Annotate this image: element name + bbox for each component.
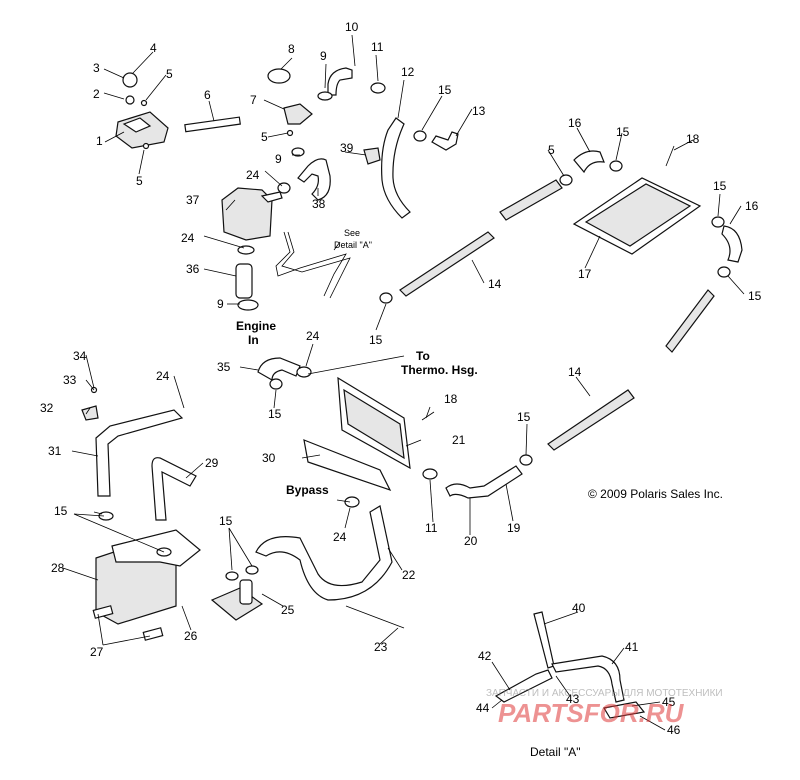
callout-label: 11: [425, 521, 438, 535]
callout-label: 43: [566, 692, 580, 706]
callout-label: 15: [616, 125, 630, 139]
callout-label: 24: [333, 530, 347, 544]
diagram-notes: See Detail "A" Engine In To Thermo. Hsg.…: [236, 228, 723, 759]
callout-label: 18: [444, 392, 458, 406]
callout-label: 17: [578, 267, 592, 281]
callout-label: 6: [204, 88, 211, 102]
watermark-caption: ЗАПЧАСТИ И АКСЕССУАРЫ ДЛЯ МОТОТЕХНИКИ: [486, 688, 723, 699]
callout-label: 2: [93, 87, 100, 101]
leader-lines: [62, 34, 745, 731]
callout-label: 9: [275, 152, 282, 166]
callout-label: 23: [374, 640, 388, 654]
callout-label: 46: [667, 723, 681, 737]
callout-label: 15: [713, 179, 727, 193]
callout-label: 34: [73, 349, 87, 363]
callout-label: 37: [186, 193, 200, 207]
callout-label: 21: [452, 433, 466, 447]
callout-label: 14: [568, 365, 582, 379]
callout-label: 15: [748, 289, 762, 303]
copyright-text: © 2009 Polaris Sales Inc.: [588, 487, 723, 501]
callout-numbers: 1 2 3 4 5 5 5 5 6 7 8 9 9 9 10 11 11 12 …: [40, 20, 762, 737]
callout-label: 4: [150, 41, 157, 55]
callout-label: 24: [246, 168, 260, 182]
callout-label: 39: [340, 141, 354, 155]
callout-label: 12: [401, 65, 415, 79]
watermark: ЗАПЧАСТИ И АКСЕССУАРЫ ДЛЯ МОТОТЕХНИКИ PA…: [486, 688, 723, 728]
callout-label: 42: [478, 649, 492, 663]
callout-label: 30: [262, 451, 276, 465]
callout-label: 15: [219, 514, 233, 528]
callout-label: 28: [51, 561, 65, 575]
callout-label: 20: [464, 534, 478, 548]
callout-label: 10: [345, 20, 359, 34]
callout-label: 24: [156, 369, 170, 383]
callout-label: 7: [250, 93, 257, 107]
callout-label: 16: [568, 116, 582, 130]
callout-label: 16: [745, 199, 759, 213]
callout-label: 40: [572, 601, 586, 615]
callout-label: 26: [184, 629, 198, 643]
callout-label: 9: [217, 297, 224, 311]
callout-label: 8: [288, 42, 295, 56]
callout-label: 35: [217, 360, 231, 374]
callout-label: 32: [40, 401, 54, 415]
callout-label: 24: [306, 329, 320, 343]
callout-label: 45: [662, 695, 676, 709]
to-thermo-note-line1: To: [416, 349, 430, 363]
callout-label: 5: [548, 143, 555, 157]
callout-label: 38: [312, 197, 326, 211]
callout-label: 15: [54, 504, 68, 518]
see-detail-note-line2: Detail "A": [334, 240, 372, 250]
engine-in-note-line2: In: [248, 333, 259, 347]
callout-label: 15: [268, 407, 282, 421]
callout-label: 13: [472, 104, 486, 118]
callout-label: 5: [136, 174, 143, 188]
callout-label: 25: [281, 603, 295, 617]
callout-label: 33: [63, 373, 77, 387]
callout-label: 1: [96, 134, 103, 148]
detail-caption: Detail "A": [530, 745, 581, 759]
callout-label: 15: [517, 410, 531, 424]
bypass-note: Bypass: [286, 483, 329, 497]
callout-label: 31: [48, 444, 62, 458]
callout-label: 18: [686, 132, 700, 146]
see-detail-note-line1: See: [344, 228, 360, 238]
to-thermo-note-line2: Thermo. Hsg.: [401, 363, 478, 377]
callout-label: 29: [205, 456, 219, 470]
callout-label: 3: [93, 61, 100, 75]
callout-label: 5: [166, 67, 173, 81]
callout-label: 22: [402, 568, 416, 582]
callout-label: 5: [261, 130, 268, 144]
callout-label: 19: [507, 521, 521, 535]
watermark-logo: PARTSFOR.RU: [498, 698, 685, 728]
part-art: [81, 67, 743, 719]
callout-label: 15: [438, 83, 452, 97]
engine-in-note-line1: Engine: [236, 319, 276, 333]
callout-label: 27: [90, 645, 104, 659]
callout-label: 41: [625, 640, 639, 654]
callout-label: 44: [476, 701, 490, 715]
callout-label: 9: [320, 49, 327, 63]
callout-label: 24: [181, 231, 195, 245]
callout-label: 15: [369, 333, 383, 347]
callout-label: 14: [488, 277, 502, 291]
callout-label: 11: [371, 40, 384, 54]
callout-label: 36: [186, 262, 200, 276]
